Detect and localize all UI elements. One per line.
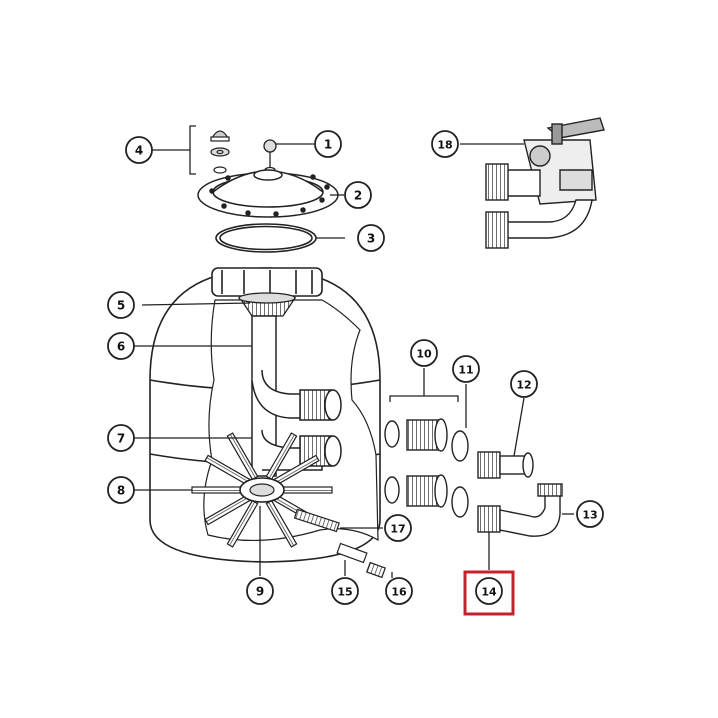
part-2-lid [197,169,339,218]
callout-label-13: 13 [582,509,597,522]
part-4-hardware [210,130,230,174]
part-1-knob [263,139,277,174]
callout-8: 8 [107,476,135,504]
callout-17: 17 [384,514,412,542]
part-18-valve [485,117,605,249]
part-17-lateral [293,508,340,533]
callout-label-12: 12 [516,379,531,392]
callout-7: 7 [107,424,135,452]
fittings-group [384,418,563,537]
callout-9: 9 [246,577,274,605]
callout-label-15: 15 [337,586,352,599]
callout-label-16: 16 [391,586,407,599]
callout-label-4: 4 [135,144,143,158]
callout-6: 6 [107,332,135,360]
callout-11: 11 [452,355,480,383]
callout-1: 1 [314,130,342,158]
callout-5: 5 [107,291,135,319]
callout-label-6: 6 [117,340,125,354]
callout-label-5: 5 [117,299,125,313]
callout-18: 18 [431,130,459,158]
callout-14: 14 [475,577,503,605]
callout-label-9: 9 [256,585,264,599]
leader-lines [134,125,574,578]
callout-16: 16 [385,577,413,605]
callout-2: 2 [344,181,372,209]
callout-label-7: 7 [117,432,125,446]
callout-label-1: 1 [324,138,332,152]
part-5-diffuser [238,292,297,317]
callout-13: 13 [576,500,604,528]
callout-15: 15 [331,577,359,605]
callout-label-10: 10 [416,348,432,361]
callout-10: 10 [410,339,438,367]
callout-label-2: 2 [354,189,362,203]
callout-label-11: 11 [458,364,473,377]
callout-label-18: 18 [437,139,452,152]
callout-label-8: 8 [117,484,125,498]
callout-label-3: 3 [367,232,375,246]
callout-label-17: 17 [390,523,405,536]
callout-12: 12 [510,370,538,398]
part-3-oring [215,223,317,253]
part-15-16-drain [336,542,386,579]
highlight-box-14 [463,570,515,616]
callout-3: 3 [357,224,385,252]
callout-label-14: 14 [481,586,497,599]
callout-4: 4 [125,136,153,164]
